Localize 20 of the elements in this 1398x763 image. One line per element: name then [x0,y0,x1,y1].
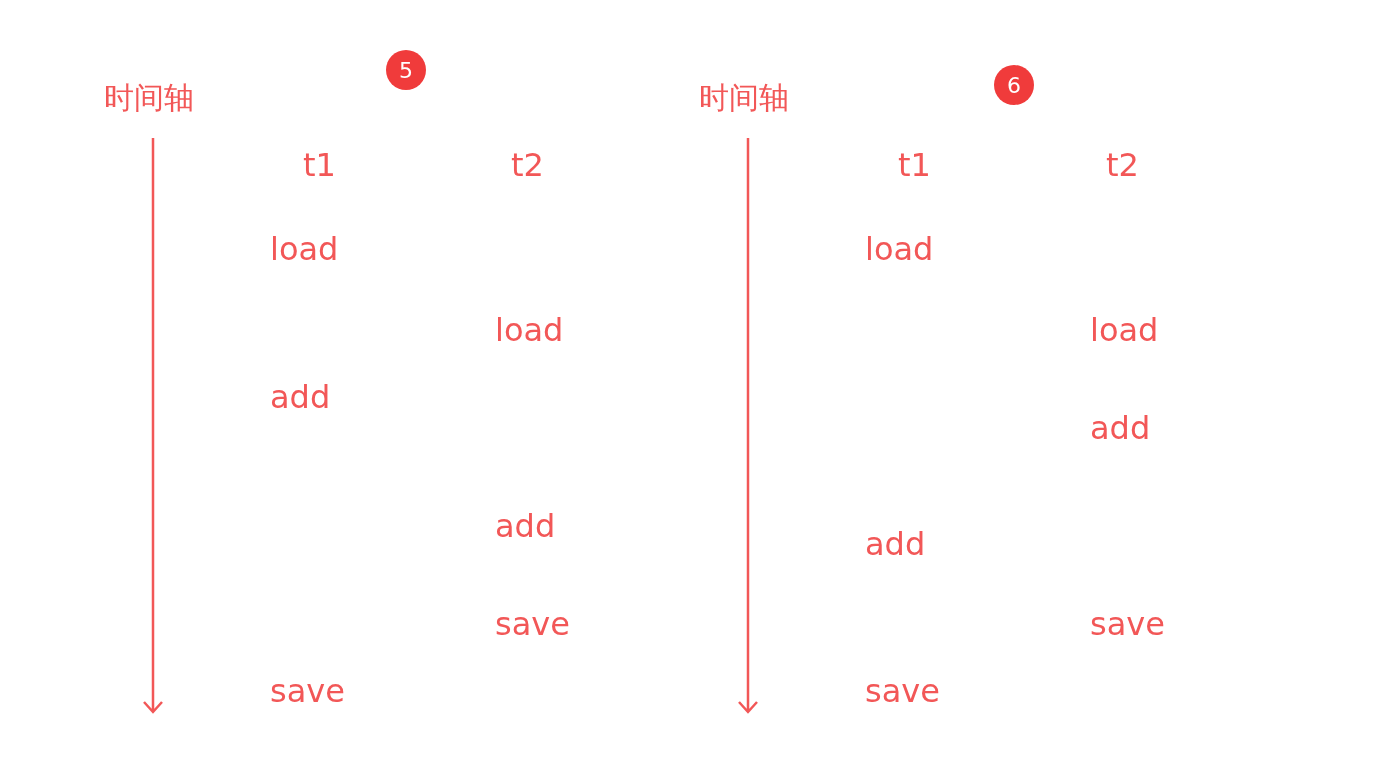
operation-label: save [1090,608,1165,640]
axis-label: 时间轴 [104,83,194,113]
thread-header: t2 [511,149,544,181]
step-number-badge: 5 [386,50,426,90]
operation-label: load [495,314,564,346]
operation-label: load [1090,314,1159,346]
operation-label: load [270,233,339,265]
operation-label: save [270,675,345,707]
operation-label: add [495,510,556,542]
thread-header: t2 [1106,149,1139,181]
operation-label: save [495,608,570,640]
step-number-badge: 6 [994,65,1034,105]
operation-label: add [865,528,926,560]
operation-label: add [1090,412,1151,444]
operation-label: add [270,381,331,413]
operation-label: save [865,675,940,707]
thread-header: t1 [303,149,336,181]
axis-label: 时间轴 [699,83,789,113]
thread-header: t1 [898,149,931,181]
operation-label: load [865,233,934,265]
